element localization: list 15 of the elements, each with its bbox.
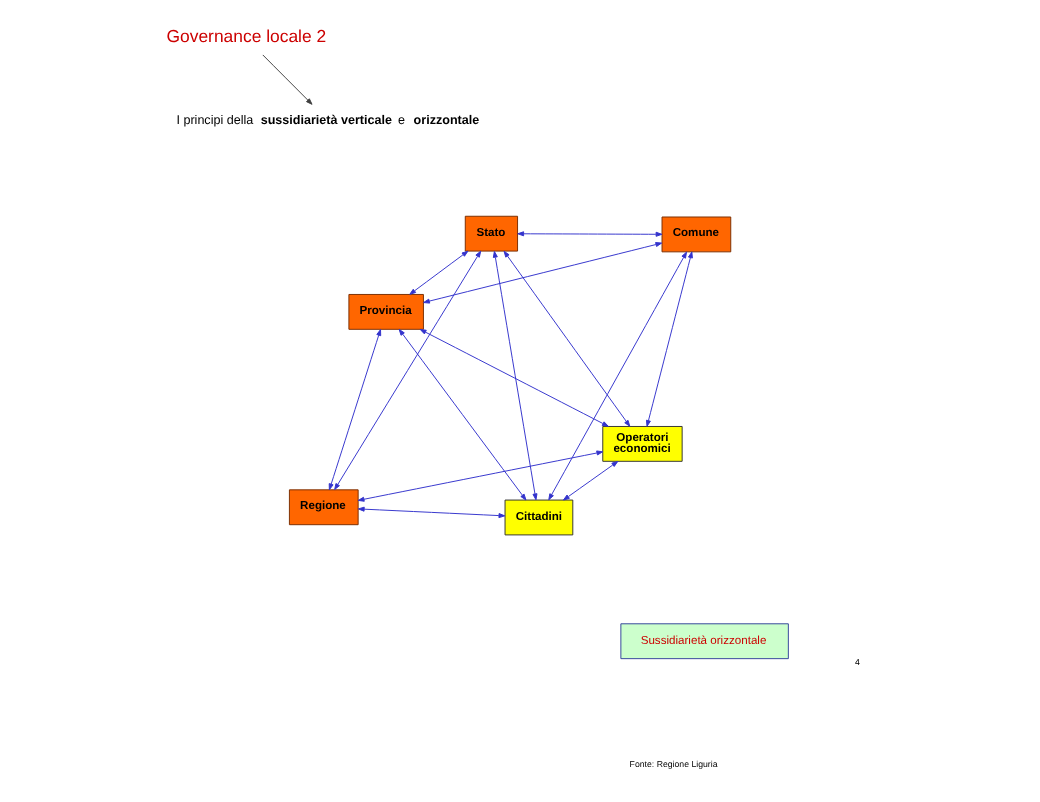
arrow	[517, 231, 663, 237]
arrow	[423, 242, 663, 304]
arrow	[503, 250, 631, 427]
arrow	[646, 251, 693, 427]
arrow	[409, 250, 469, 295]
arrow	[262, 54, 313, 105]
arrow	[334, 250, 482, 490]
arrow	[357, 450, 604, 502]
node-text: Governance locale 2	[166, 25, 327, 46]
arrow	[398, 328, 527, 501]
arrow	[562, 461, 619, 501]
arrow	[419, 328, 609, 427]
arrow	[492, 250, 538, 501]
arrow	[357, 506, 506, 519]
arrow	[328, 329, 382, 491]
